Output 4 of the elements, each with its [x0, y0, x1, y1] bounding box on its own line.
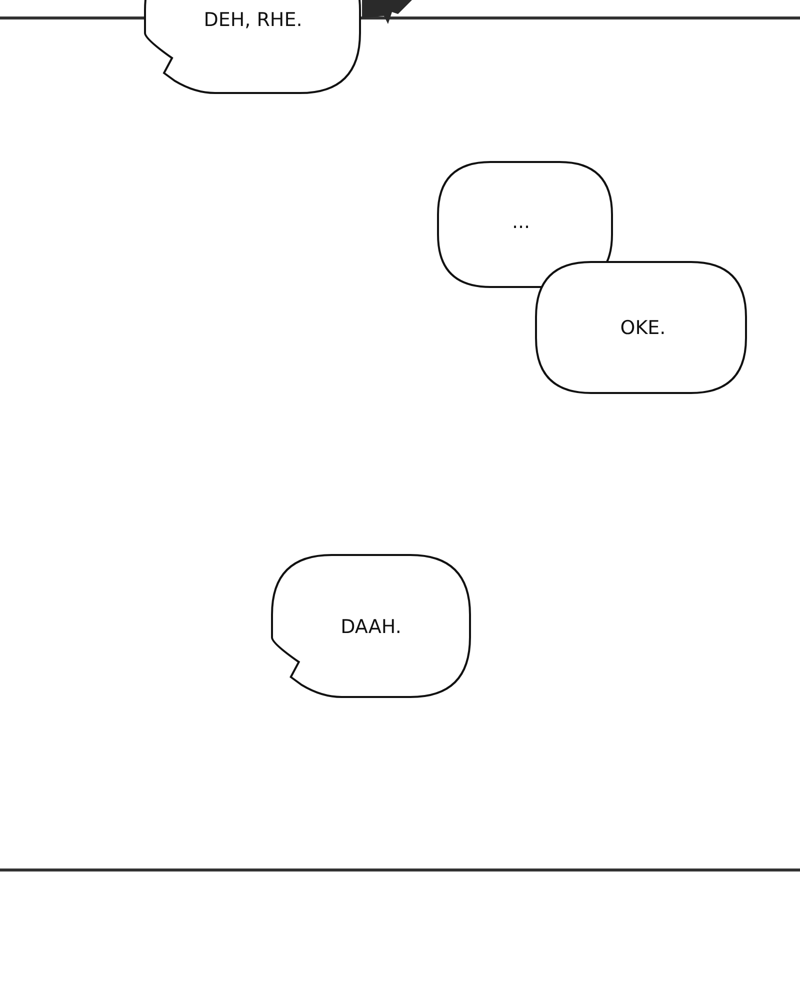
speech-text: OKE. — [620, 317, 666, 339]
speech-text: ... — [512, 211, 530, 233]
speech-text: DAAH. — [340, 616, 402, 638]
speech-text: DEH, RHE. — [204, 9, 302, 31]
